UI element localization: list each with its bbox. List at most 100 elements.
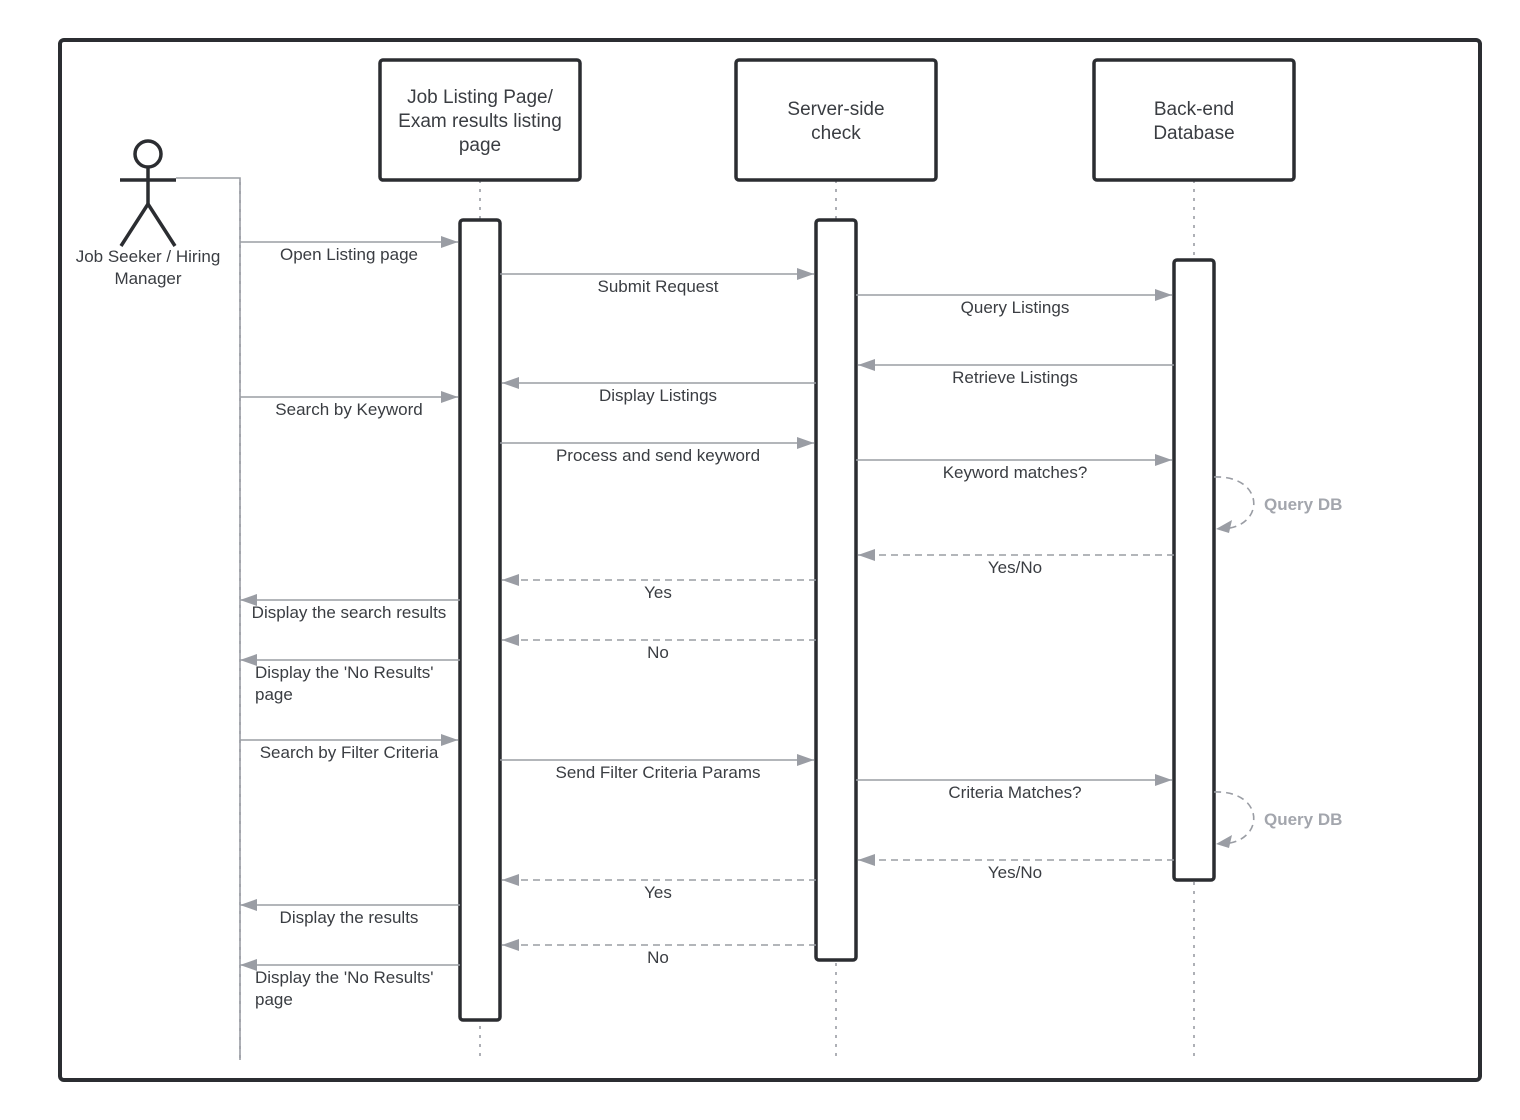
actor-legs <box>119 200 177 247</box>
arrow-head <box>858 854 875 866</box>
actor-head <box>133 139 163 169</box>
arrow-head <box>240 654 257 666</box>
arrow-head <box>797 268 814 280</box>
message-label-line: Submit Request <box>598 277 719 296</box>
arrow-head <box>502 874 519 886</box>
message-arrow: Display the 'No Results'page <box>240 959 460 1009</box>
arrow-head <box>502 574 519 586</box>
self-call-label: Query DB <box>1264 810 1342 829</box>
self-call-label-line: Query DB <box>1264 495 1342 514</box>
message-label-line: Criteria Matches? <box>948 783 1081 802</box>
message-arrow: Process and send keyword <box>500 437 814 465</box>
activation-layer <box>458 218 1216 1022</box>
message-arrow: Search by Keyword <box>240 391 458 419</box>
arrow-head <box>858 359 875 371</box>
message-label: Keyword matches? <box>943 463 1088 482</box>
diagram-frame <box>58 38 1482 1082</box>
message-label: Yes <box>644 583 672 602</box>
arrow-head <box>1216 520 1232 533</box>
participant-label-line: Server-side <box>787 99 884 120</box>
message-arrow: No <box>502 634 816 662</box>
message-label: Yes/No <box>988 863 1042 882</box>
message-label: Yes/No <box>988 558 1042 577</box>
activation-bar-server <box>814 218 858 962</box>
message-self-call: Query DB <box>1213 791 1342 848</box>
arrow-head <box>797 437 814 449</box>
arrow-head <box>1155 454 1172 466</box>
participant-label-line: check <box>811 123 861 144</box>
actor-label-line: Manager <box>114 269 181 288</box>
self-call-label-line: Query DB <box>1264 810 1342 829</box>
message-arrow: Retrieve Listings <box>858 359 1174 387</box>
arrow-head <box>441 236 458 248</box>
participant-label: Server-side check <box>787 99 884 144</box>
message-label-line: Send Filter Criteria Params <box>555 763 760 782</box>
message-label-line: Display the results <box>280 908 419 927</box>
self-call-path <box>1213 476 1255 530</box>
arrow-head <box>797 754 814 766</box>
activation-bar-db <box>1172 258 1216 882</box>
actor-label-line: Job Seeker / Hiring <box>76 247 221 266</box>
message-label: Search by Filter Criteria <box>260 743 439 762</box>
message-label: Display the search results <box>252 603 447 622</box>
message-label-line: Yes <box>644 583 672 602</box>
message-arrow: Display Listings <box>502 377 816 405</box>
message-label-line: Process and send keyword <box>556 446 760 465</box>
actor-lifeline-connector <box>176 177 241 1060</box>
message-label-line: page <box>255 990 293 1009</box>
participant-label-line: page <box>459 135 501 156</box>
message-arrow: Submit Request <box>500 268 814 296</box>
arrow-head <box>240 899 257 911</box>
message-label: Open Listing page <box>280 245 418 264</box>
arrow-head <box>502 634 519 646</box>
participant-listing: Job Listing Page/Exam results listing pag… <box>378 58 582 182</box>
participant-layer: Job Listing Page/Exam results listing pag… <box>76 58 1296 288</box>
arrow-head <box>240 594 257 606</box>
participant-label-line: Database <box>1153 123 1234 144</box>
message-label: Criteria Matches? <box>948 783 1081 802</box>
arrow-head <box>858 549 875 561</box>
message-arrow: Yes/No <box>858 854 1174 882</box>
message-label-line: No <box>647 948 669 967</box>
arrow-head <box>502 939 519 951</box>
message-label: Retrieve Listings <box>952 368 1078 387</box>
message-label: Display the 'No Results'page <box>255 663 433 704</box>
message-label: Process and send keyword <box>556 446 760 465</box>
arrow-head <box>1216 835 1232 848</box>
message-label: No <box>647 643 669 662</box>
message-label: Submit Request <box>598 277 719 296</box>
message-label-line: Open Listing page <box>280 245 418 264</box>
participant-box <box>1092 58 1296 182</box>
message-label-line: Query Listings <box>961 298 1070 317</box>
arrow-head <box>441 391 458 403</box>
message-label-line: Keyword matches? <box>943 463 1088 482</box>
message-self-call: Query DB <box>1213 476 1342 533</box>
message-label-line: page <box>255 685 293 704</box>
message-label-line: Retrieve Listings <box>952 368 1078 387</box>
arrow-head <box>240 959 257 971</box>
message-label-line: Display Listings <box>599 386 717 405</box>
participant-label-line: Back-end <box>1154 99 1234 120</box>
participant-label-line: Job Listing Page/ <box>407 87 553 108</box>
message-label: Display the results <box>280 908 419 927</box>
message-arrow: Send Filter Criteria Params <box>500 754 814 782</box>
participant-label-line: Exam results listing <box>398 111 562 132</box>
message-label-line: No <box>647 643 669 662</box>
arrow-head <box>502 377 519 389</box>
message-label: Display the 'No Results'page <box>255 968 433 1009</box>
message-arrow: Display the 'No Results'page <box>240 654 460 704</box>
participant-label: Job Listing Page/Exam results listing pag… <box>398 87 562 156</box>
arrow-head <box>1155 774 1172 786</box>
message-label: Display Listings <box>599 386 717 405</box>
arrow-head <box>441 734 458 746</box>
self-call-label: Query DB <box>1264 495 1342 514</box>
self-call-path <box>1213 791 1255 845</box>
message-arrow: No <box>502 939 816 967</box>
message-arrow: Display the search results <box>240 594 460 622</box>
